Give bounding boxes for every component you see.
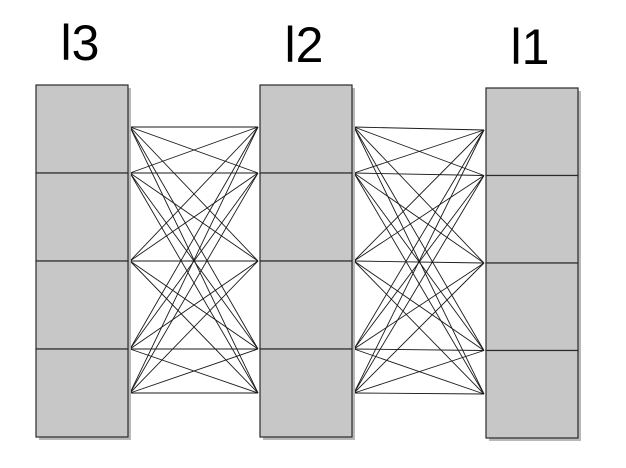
layer-unit: [35, 84, 129, 174]
layer-unit: [259, 260, 353, 350]
layer-unit: [259, 172, 353, 262]
layer-label-l2: l2: [285, 17, 324, 73]
connection-edge: [353, 126, 485, 131]
connection-edge: [129, 260, 259, 350]
layer-labels: l3 l2 l1: [61, 15, 550, 75]
layer-label-l1: l1: [511, 19, 550, 75]
layer-unit: [485, 262, 579, 352]
layer-column-l2: [259, 84, 355, 440]
connection-edge: [353, 348, 485, 351]
connection-edges: [129, 126, 485, 395]
layer-unit: [259, 84, 353, 174]
layer-label-l3: l3: [61, 15, 100, 71]
connection-edge: [353, 392, 485, 395]
connection-edge: [129, 126, 259, 350]
connection-edge: [353, 262, 485, 350]
layer-columns: [35, 84, 581, 441]
layer-unit: [35, 260, 129, 350]
connection-edge: [353, 175, 485, 262]
connection-edge: [129, 126, 259, 394]
connection-edge: [353, 175, 485, 394]
connection-edge: [353, 262, 485, 394]
layer-unit: [485, 174, 579, 264]
connection-edge: [129, 348, 259, 394]
connection-edge: [129, 260, 259, 394]
connection-edge: [353, 172, 485, 176]
connection-edge: [129, 172, 259, 262]
connection-edge: [129, 126, 259, 174]
connection-edge: [353, 129, 485, 262]
layer-unit: [259, 348, 353, 438]
layer-unit: [485, 87, 579, 177]
connection-edge: [353, 129, 485, 174]
connection-edge: [353, 129, 485, 350]
layer-unit: [35, 348, 129, 438]
layer-column-l3: [35, 84, 131, 440]
connection-edge: [129, 172, 259, 394]
layer-unit: [485, 349, 579, 439]
connection-edge: [353, 129, 485, 394]
layer-column-l1: [485, 87, 581, 441]
layer-unit: [35, 172, 129, 262]
connection-edge: [129, 126, 259, 262]
connection-edge: [353, 350, 485, 394]
